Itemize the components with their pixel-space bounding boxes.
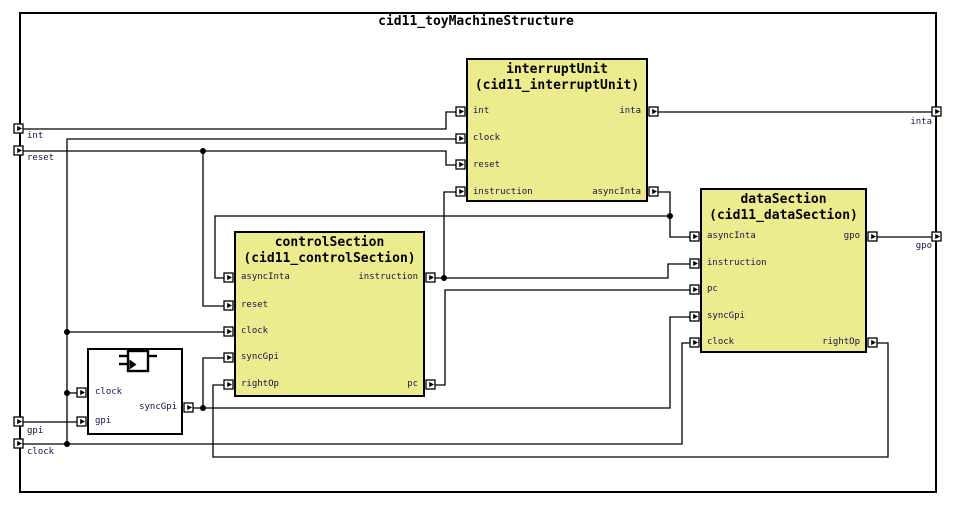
port-label-gpo: gpo <box>843 231 860 241</box>
port-label-clock: clock <box>473 133 501 143</box>
port-label-rightop: rightOp <box>822 337 860 347</box>
port-label-reset: reset <box>241 300 269 310</box>
block-controlsection-type: (cid11_controlSection) <box>243 251 416 266</box>
port-label-asyncinta: asyncInta <box>592 187 641 197</box>
port-label-inta: inta <box>619 106 641 116</box>
block-datasection-name: dataSection <box>740 192 827 207</box>
external-port-label-gpo: gpo <box>915 241 932 251</box>
port-label-reset: reset <box>473 160 501 170</box>
port-label-syncgpi: syncGpi <box>139 402 177 412</box>
port-label-instruction: instruction <box>707 258 767 268</box>
port-label-clock: clock <box>707 337 735 347</box>
port-label-syncgpi: syncGpi <box>241 352 279 362</box>
external-port-label-inta: inta <box>910 117 932 127</box>
port-label-int: int <box>473 106 490 116</box>
port-label-asyncinta: asyncInta <box>707 231 756 241</box>
port-label-syncgpi: syncGpi <box>707 311 745 321</box>
port-label-pc: pc <box>407 379 418 389</box>
external-port-label-reset: reset <box>27 153 55 163</box>
external-port-label-int: int <box>27 131 44 141</box>
port-label-instruction: instruction <box>358 272 418 282</box>
port-label-pc: pc <box>707 284 718 294</box>
block-interruptunit-name: interruptUnit <box>506 62 608 77</box>
port-label-rightop: rightOp <box>241 379 279 389</box>
port-label-asyncinta: asyncInta <box>241 272 290 282</box>
block-interruptunit <box>466 58 648 202</box>
block-datasection-type: (cid11_dataSection) <box>709 208 858 223</box>
port-label-gpi: gpi <box>95 416 112 426</box>
block-controlsection-name: controlSection <box>274 235 385 250</box>
port-label-instruction: instruction <box>473 187 533 197</box>
port-label-clock: clock <box>95 387 123 397</box>
block-interruptunit-type: (cid11_interruptUnit) <box>474 78 640 93</box>
port-label-clock: clock <box>241 326 269 336</box>
external-port-label-gpi: gpi <box>27 426 44 436</box>
diagram-title: cid11_toyMachineStructure <box>378 14 574 29</box>
external-port-label-clock: clock <box>27 447 55 457</box>
diagram-boundary <box>19 12 937 493</box>
